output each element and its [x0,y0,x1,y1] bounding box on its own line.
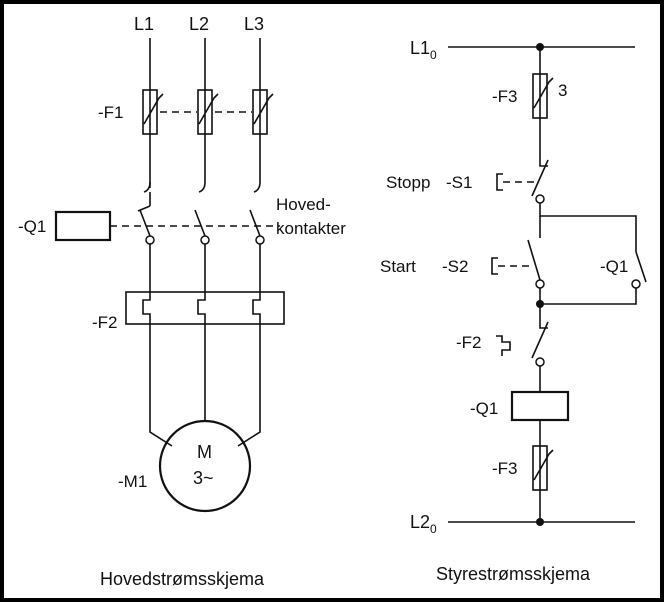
stop-switch-s1-label: -S1 [446,173,472,192]
contact-to-overload-wires [149,244,261,296]
rail-bottom-junction [536,518,544,526]
main-contact-l2 [194,181,210,245]
start-text: Start [380,257,416,276]
control-circuit: L10 -F3 3 Stopp -S1 Start -S2 [380,38,647,584]
overload-contact-f2-label: -F2 [456,333,482,352]
main-circuit-caption: Hovedstrømsskjema [100,569,265,589]
rail-bottom-label: L20 [410,512,437,536]
control-circuit-caption: Styrestrømsskjema [436,564,591,584]
fuse-to-contact-wires [149,136,261,182]
fuse-f1-label: -F1 [98,103,124,122]
main-contacts-caption-line1: Hoved- [276,195,331,214]
wire-branch-top [539,203,637,252]
phase-label-l2: L2 [189,14,209,34]
contactor-q1-coil [54,210,112,242]
motor-m1-symbol [158,419,252,513]
overload-contact-f2 [496,320,549,367]
stop-text: Stopp [386,173,430,192]
overload-f2-label: -F2 [92,313,118,332]
motor-m1-label: -M1 [118,472,147,491]
fuse-f3-top-label: -F3 [492,87,518,106]
fuse-f1-l1 [142,88,164,136]
overload-element-l1 [142,296,151,318]
motor-symbol-m: M [197,442,212,462]
start-switch-s2-label: -S2 [442,257,468,276]
supply-wires [149,38,261,88]
fuse-f3-bottom-label: -F3 [492,459,518,478]
coil-q1 [510,390,570,422]
fuse-f3-bottom [532,445,554,491]
main-circuit: L1 L2 L3 -F1 [18,14,346,589]
coil-q1-label: -Q1 [470,399,498,418]
main-contact-l3 [249,181,265,245]
main-contact-l1 [137,181,155,245]
fuse-f1-l2 [197,88,219,136]
rail-top-label: L10 [410,38,437,62]
holding-contact-q1-label: -Q1 [600,257,628,276]
motor-symbol-3phase: 3~ [193,468,214,488]
fuse-f1-l3 [252,88,274,136]
overload-element-l2 [197,296,206,318]
fuse-f3-top-tag: 3 [558,81,567,100]
contactor-q1-label: -Q1 [18,217,46,236]
fuse-f3-top [532,73,554,119]
overload-to-motor-wires [149,318,261,447]
stop-switch-s1 [496,158,549,204]
start-switch-s2 [491,216,545,289]
holding-contact-q1 [631,251,647,289]
phase-label-l3: L3 [244,14,264,34]
overload-element-l3 [252,296,261,318]
main-contacts-caption-line2: kontakter [276,219,346,238]
wire-branch-bottom [539,288,637,305]
phase-label-l1: L1 [134,14,154,34]
